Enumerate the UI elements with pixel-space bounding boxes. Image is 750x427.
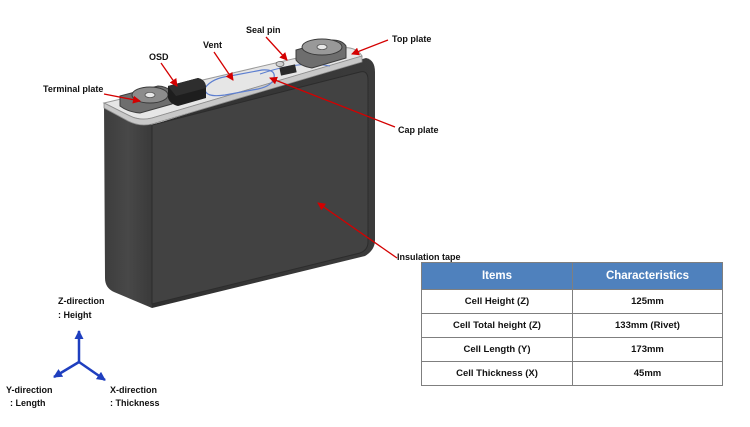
- top-plate-arrow: [351, 39, 389, 56]
- table-header-row: Items Characteristics: [421, 262, 723, 290]
- table-row: Cell Length (Y) 173mm: [421, 337, 723, 362]
- table-cell-value: 45mm: [572, 361, 723, 386]
- callout-arrows: [103, 36, 398, 259]
- z-direction-sub: : Height: [58, 310, 92, 320]
- table-cell-item: Cell Total height (Z): [421, 313, 573, 338]
- osd-arrow: [160, 62, 178, 87]
- vent-arrow: [213, 51, 234, 81]
- terminal-plate-arrow: [103, 93, 141, 104]
- battery-cell: [102, 38, 375, 308]
- x-direction-label: X-direction: [110, 385, 157, 395]
- table-cell-value: 125mm: [572, 289, 723, 314]
- insulation-tape: [151, 71, 369, 305]
- table-cell-item: Cell Height (Z): [421, 289, 573, 314]
- z-direction-label: Z-direction: [58, 296, 105, 306]
- seal-pin-arrow: [265, 36, 288, 61]
- osd-label: OSD: [149, 52, 169, 62]
- table-row: Cell Thickness (X) 45mm: [421, 361, 723, 386]
- x-axis-arrow: [78, 360, 106, 382]
- table-cell-value: 133mm (Rivet): [572, 313, 723, 338]
- table-row: Cell Height (Z) 125mm: [421, 289, 723, 314]
- terminal-plate-label: Terminal plate: [43, 84, 103, 94]
- header-characteristics: Characteristics: [572, 262, 723, 290]
- insulation-tape-arrow: [317, 202, 398, 259]
- header-items: Items: [421, 262, 573, 290]
- cap-plate-rim: [103, 55, 363, 126]
- axis-indicator: [53, 330, 106, 382]
- cap-plate-arrow: [269, 76, 396, 128]
- cap-plate-label: Cap plate: [398, 125, 439, 135]
- table-cell-item: Cell Length (Y): [421, 337, 573, 362]
- seal-pin: [279, 64, 297, 76]
- table-cell-value: 173mm: [572, 337, 723, 362]
- spec-table: Items Characteristics Cell Height (Z) 12…: [421, 262, 723, 386]
- y-axis-arrow: [53, 360, 80, 379]
- insulation-tape-label: Insulation tape: [397, 252, 461, 262]
- vent-label: Vent: [203, 40, 222, 50]
- y-direction-label: Y-direction: [6, 385, 53, 395]
- seal-pin-label: Seal pin: [246, 25, 281, 35]
- x-direction-sub: : Thickness: [110, 398, 160, 408]
- table-row: Cell Total height (Z) 133mm (Rivet): [421, 313, 723, 338]
- table-cell-item: Cell Thickness (X): [421, 361, 573, 386]
- top-plate-label: Top plate: [392, 34, 431, 44]
- cell-front-face: [104, 105, 152, 308]
- y-direction-sub: : Length: [10, 398, 46, 408]
